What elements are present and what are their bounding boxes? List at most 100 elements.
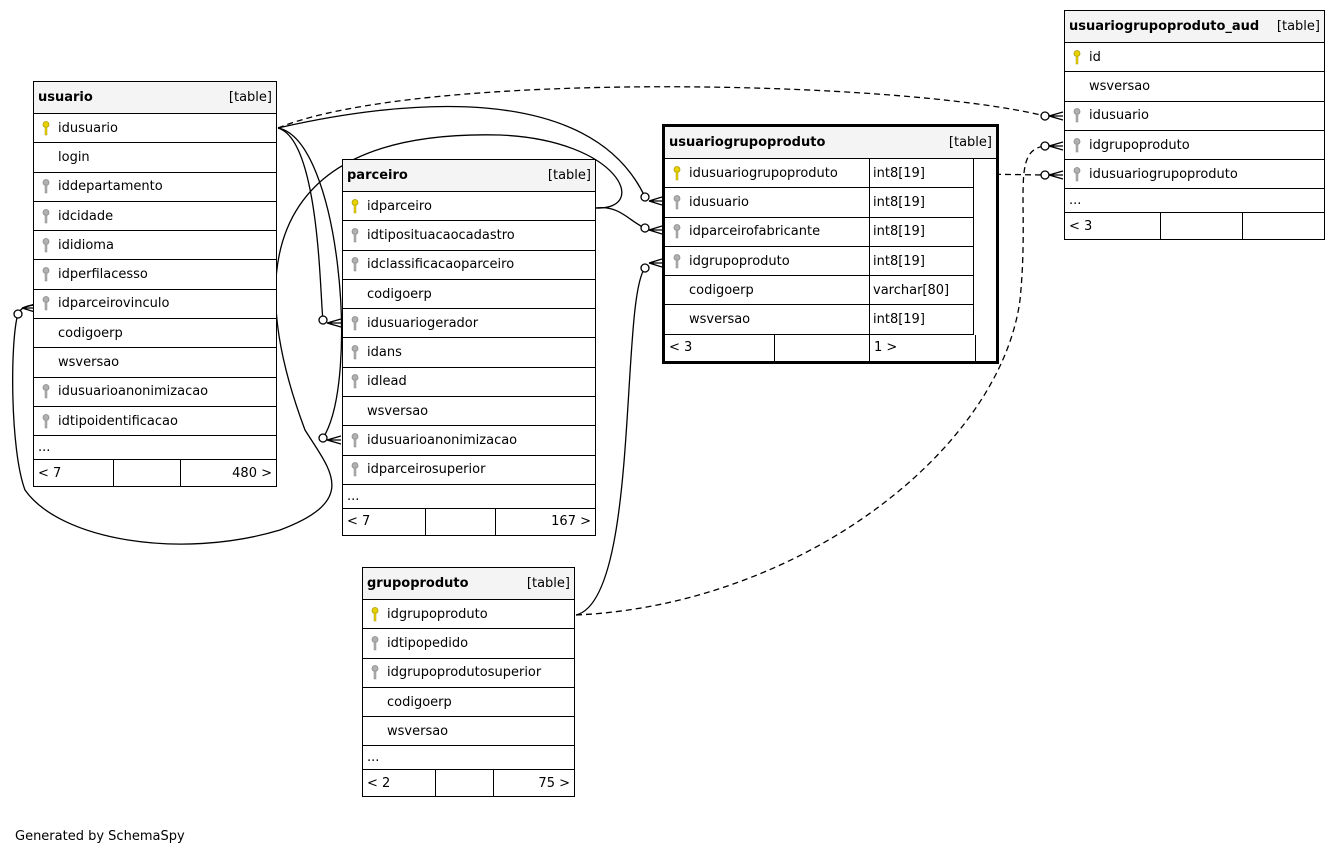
table-footer: < 3 [1065, 213, 1324, 240]
optional-marker [318, 433, 328, 443]
column-name: idtipoidentificacao [58, 413, 178, 429]
column-name: codigoerp [387, 694, 452, 710]
parent-count: < 3 [1065, 213, 1161, 240]
parent-count: < 7 [34, 460, 114, 487]
table-tag: [table] [547, 168, 591, 183]
column-row[interactable]: wsversao [34, 348, 276, 378]
column-row[interactable]: idusuariogerador [343, 309, 595, 339]
foreign-key-icon [34, 237, 58, 253]
column-name: idgrupoproduto [387, 606, 488, 622]
parent-count: < 2 [363, 770, 436, 797]
column-row[interactable]: idparceirosuperior [343, 456, 595, 485]
column-row[interactable]: idgrupoproduto [1065, 131, 1324, 161]
column-row[interactable]: idusuarioanonimizacao [343, 426, 595, 456]
column-row[interactable]: wsversao [363, 717, 574, 747]
column-row[interactable]: iddepartamento [34, 173, 276, 202]
foreign-key-icon [34, 296, 58, 311]
table-header: parceiro [table] [343, 160, 595, 192]
foreign-key-icon [363, 665, 387, 680]
column-row[interactable]: idans [343, 338, 595, 368]
table-tag: [table] [948, 135, 992, 150]
table-footer: < 7 480 > [34, 460, 276, 487]
table-usuariogrupoproduto[interactable]: usuariogrupoproduto [table] idusuariogru… [662, 124, 999, 364]
column-row[interactable]: idgrupoproduto [363, 600, 574, 630]
column-name: idusuarioanonimizacao [367, 433, 518, 449]
column-name: idgrupoprodutosuperior [387, 665, 542, 681]
more-columns: ... [34, 436, 276, 461]
column-row[interactable]: wsversao [1065, 72, 1324, 102]
table-grupoproduto[interactable]: grupoproduto [table] idgrupoproduto idtip… [362, 567, 575, 798]
column-row[interactable]: idclassificacaoparceiro [343, 251, 595, 280]
foreign-key-icon [343, 433, 367, 448]
column-type: varchar[80] [873, 282, 950, 298]
column-row[interactable]: idusuarioanonimizacao [34, 378, 276, 407]
foreign-key-icon [1065, 166, 1089, 182]
column-name-cell: idusuariogrupoproduto [665, 159, 870, 188]
column-row[interactable]: idusuario [1065, 102, 1324, 131]
table-header: grupoproduto [table] [363, 568, 574, 600]
column-row[interactable]: idparceiro [343, 192, 595, 222]
column-row[interactable]: idusuariogrupoproduto [1065, 160, 1324, 190]
optional-marker [1040, 141, 1050, 151]
crows-foot [1048, 170, 1064, 180]
more-columns: ... [363, 746, 574, 771]
column-row[interactable]: idusuario [34, 114, 276, 144]
column-name: wsversao [367, 403, 429, 419]
column-row[interactable]: idgrupoprodutosuperior [363, 659, 574, 688]
foreign-key-icon [34, 179, 58, 194]
optional-marker [1040, 170, 1050, 180]
table-header: usuario [table] [34, 82, 276, 114]
foreign-key-icon [1065, 137, 1089, 153]
column-type: int8[19] [873, 253, 925, 269]
optional-marker [640, 223, 650, 233]
child-count: 1 > [870, 334, 976, 361]
crows-foot [648, 258, 663, 268]
foreign-key-icon [343, 462, 367, 477]
column-name-cell: idgrupoproduto [665, 246, 870, 276]
table-name: usuariogrupoproduto [669, 135, 826, 150]
column-name: idparceirosuperior [367, 462, 486, 478]
child-count [1243, 213, 1324, 239]
primary-key-icon [343, 198, 367, 214]
column-row[interactable]: codigoerp [363, 688, 574, 718]
crows-foot [326, 318, 342, 328]
column-row[interactable]: wsversao [343, 397, 595, 427]
column-name: idusuariogrupoproduto [689, 165, 838, 181]
column-name: ididioma [58, 237, 114, 253]
column-row[interactable]: idlead [343, 368, 595, 398]
foreign-key-icon [34, 267, 58, 282]
column-name: idans [367, 345, 402, 361]
column-row[interactable]: login [34, 143, 276, 173]
column-row[interactable]: idcidade [34, 202, 276, 232]
column-name: wsversao [1089, 78, 1151, 94]
crows-foot [648, 196, 663, 206]
edge-usuario-to-parceiro-idusuarioanonimizacao [277, 127, 343, 439]
column-row[interactable]: idparceirovinculo [34, 290, 276, 320]
column-name: idusuariogerador [367, 315, 479, 331]
foreign-key-icon [665, 253, 689, 269]
column-row[interactable]: codigoerp [34, 319, 276, 349]
column-row[interactable]: ididioma [34, 231, 276, 261]
column-row[interactable]: idtiposituacaocadastro [343, 221, 595, 251]
column-row[interactable]: idtipopedido [363, 629, 574, 659]
table-name: grupoproduto [367, 576, 469, 591]
child-count: 480 > [232, 465, 272, 481]
column-row[interactable]: idperfilacesso [34, 260, 276, 290]
foreign-key-icon [665, 195, 689, 210]
column-name: codigoerp [367, 286, 432, 302]
column-name: wsversao [387, 723, 449, 739]
more-columns: ... [1065, 189, 1324, 214]
column-row[interactable]: id [1065, 43, 1324, 73]
optional-marker [640, 192, 650, 202]
column-row[interactable]: codigoerp [343, 280, 595, 310]
column-row[interactable]: idtipoidentificacao [34, 407, 276, 437]
